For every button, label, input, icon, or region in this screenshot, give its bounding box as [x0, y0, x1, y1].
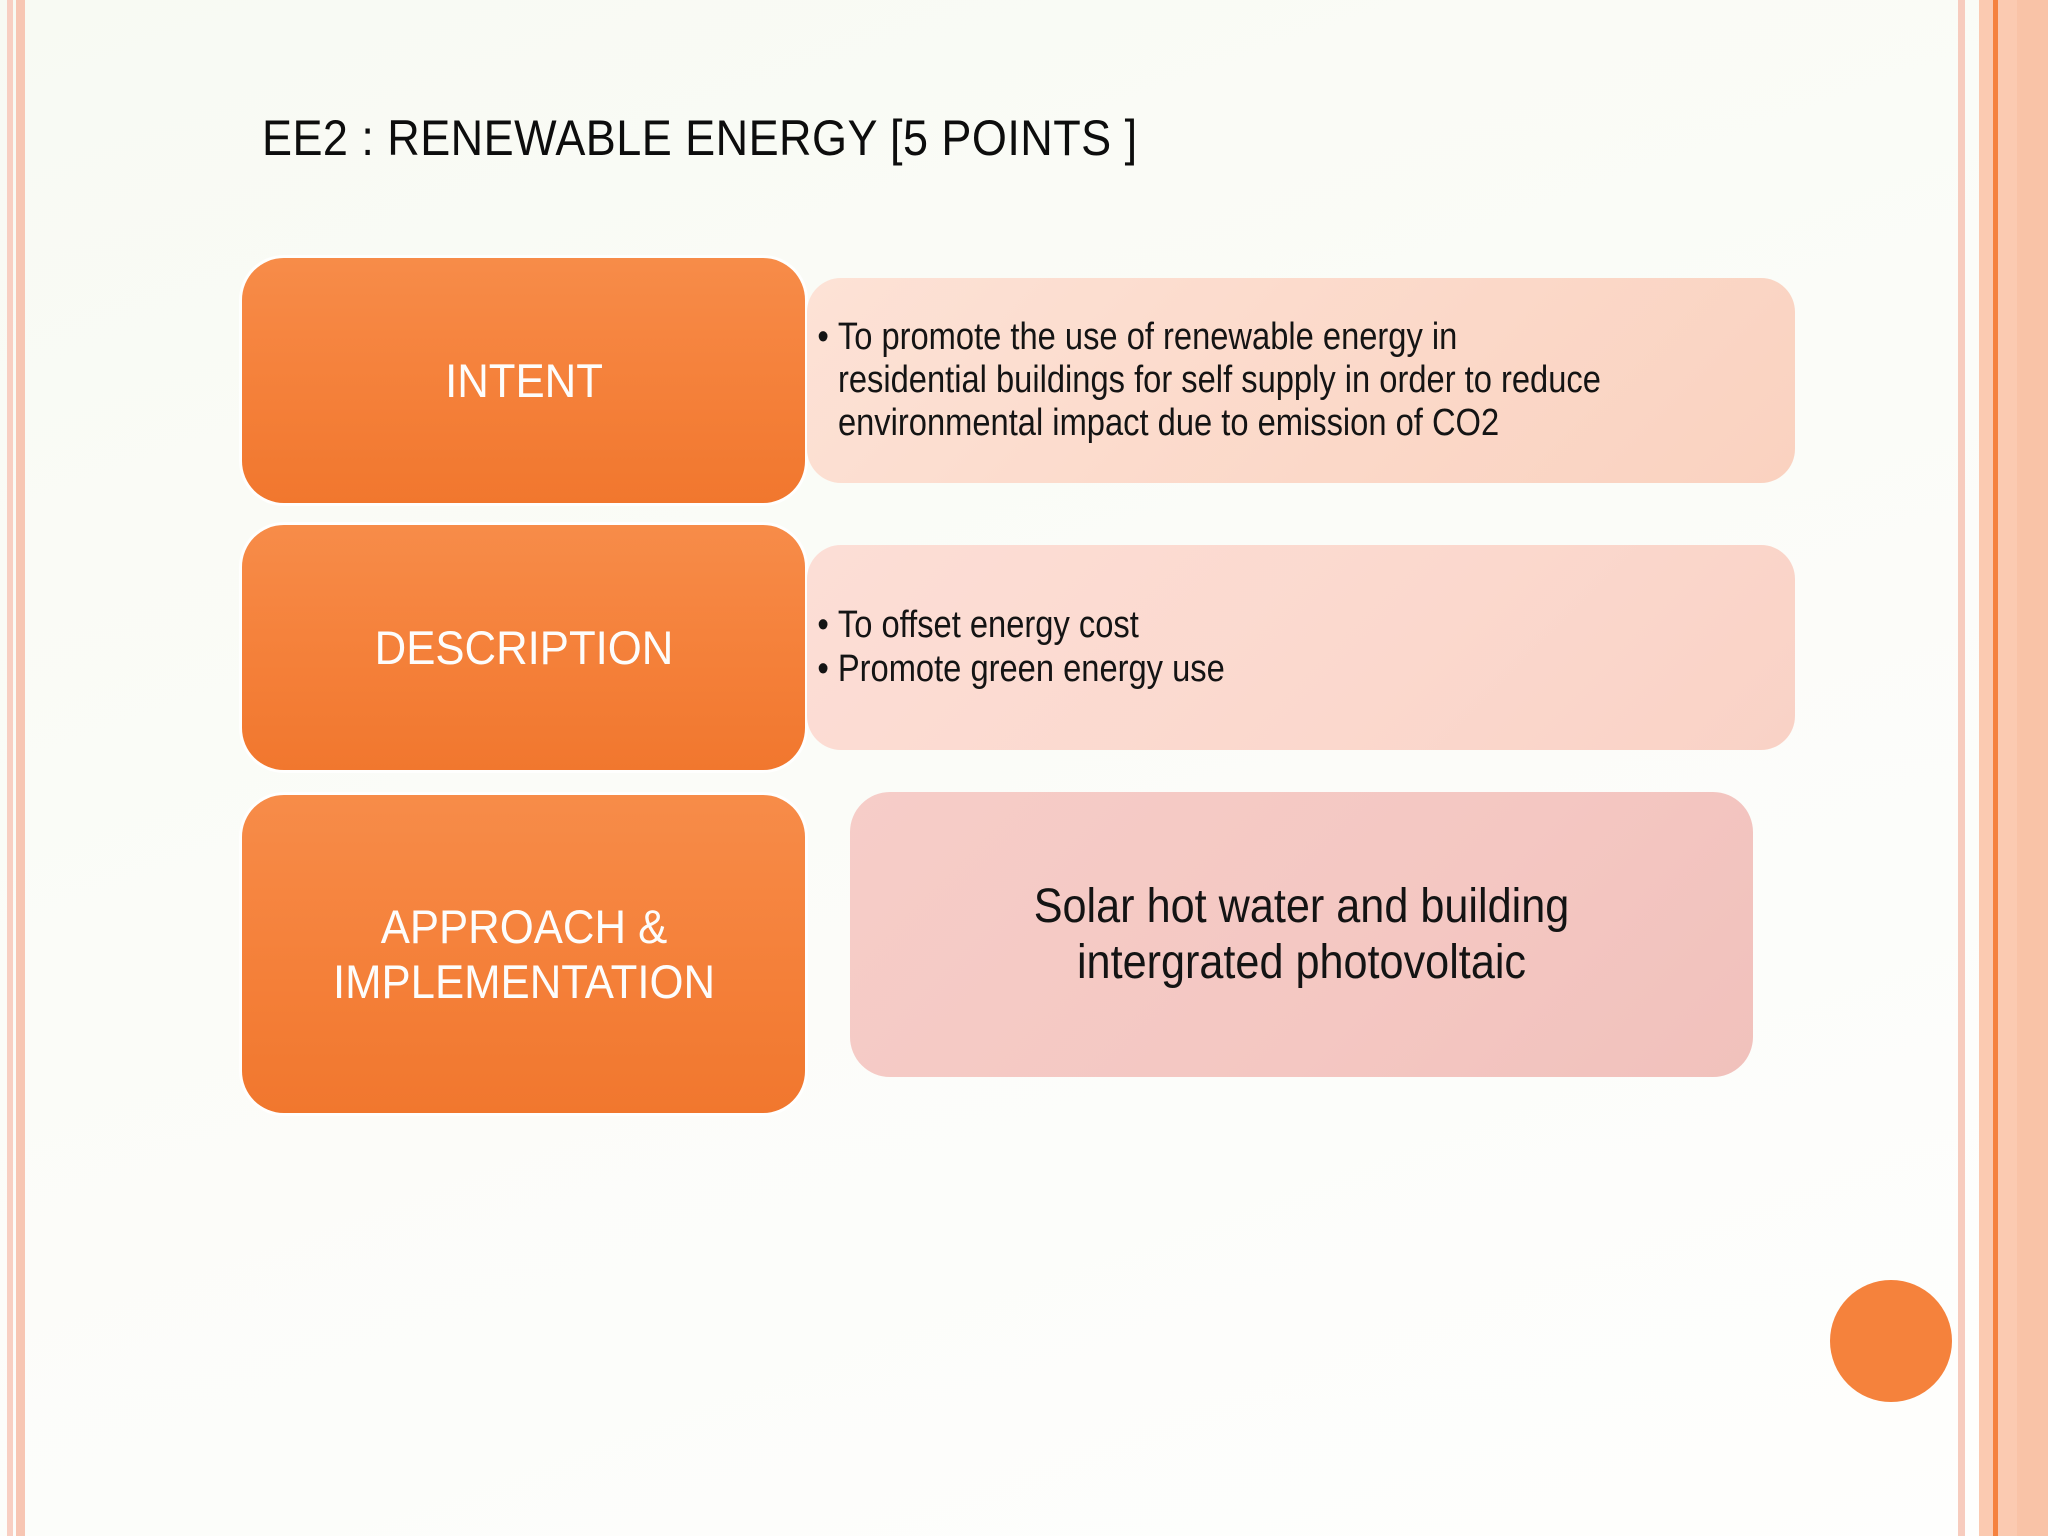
approach-label-box: APPROACH & IMPLEMENTATION	[242, 795, 805, 1113]
right-border-stripe-thin	[1958, 0, 1965, 1536]
intent-bullet: To promote the use of renewable energy i…	[817, 316, 1656, 445]
slide-title: EE2 : RENEWABLE ENERGY [5 POINTS ]	[262, 110, 1138, 166]
approach-content-box: Solar hot water and building intergrated…	[850, 792, 1753, 1077]
intent-label-box: INTENT	[242, 258, 805, 503]
approach-content-text: Solar hot water and building intergrated…	[1033, 879, 1570, 989]
description-content-box: To offset energy cost Promote green ener…	[807, 545, 1795, 750]
description-label-box: DESCRIPTION	[242, 525, 805, 770]
intent-bullet-list: To promote the use of renewable energy i…	[807, 315, 1657, 446]
right-border-band-outer	[2017, 0, 2048, 1536]
left-border-stripe-thick	[16, 0, 25, 1536]
intent-label: INTENT	[444, 353, 603, 407]
accent-circle	[1830, 1280, 1952, 1402]
right-border-accent-line	[1993, 0, 1998, 1536]
description-bullet: To offset energy cost	[817, 604, 1656, 647]
description-label: DESCRIPTION	[374, 620, 673, 674]
approach-label: APPROACH & IMPLEMENTATION	[332, 899, 715, 1008]
description-bullet: Promote green energy use	[817, 648, 1656, 691]
left-border-stripe-thin	[7, 0, 13, 1536]
description-bullet-list: To offset energy cost Promote green ener…	[807, 603, 1657, 692]
intent-content-box: To promote the use of renewable energy i…	[807, 278, 1795, 483]
